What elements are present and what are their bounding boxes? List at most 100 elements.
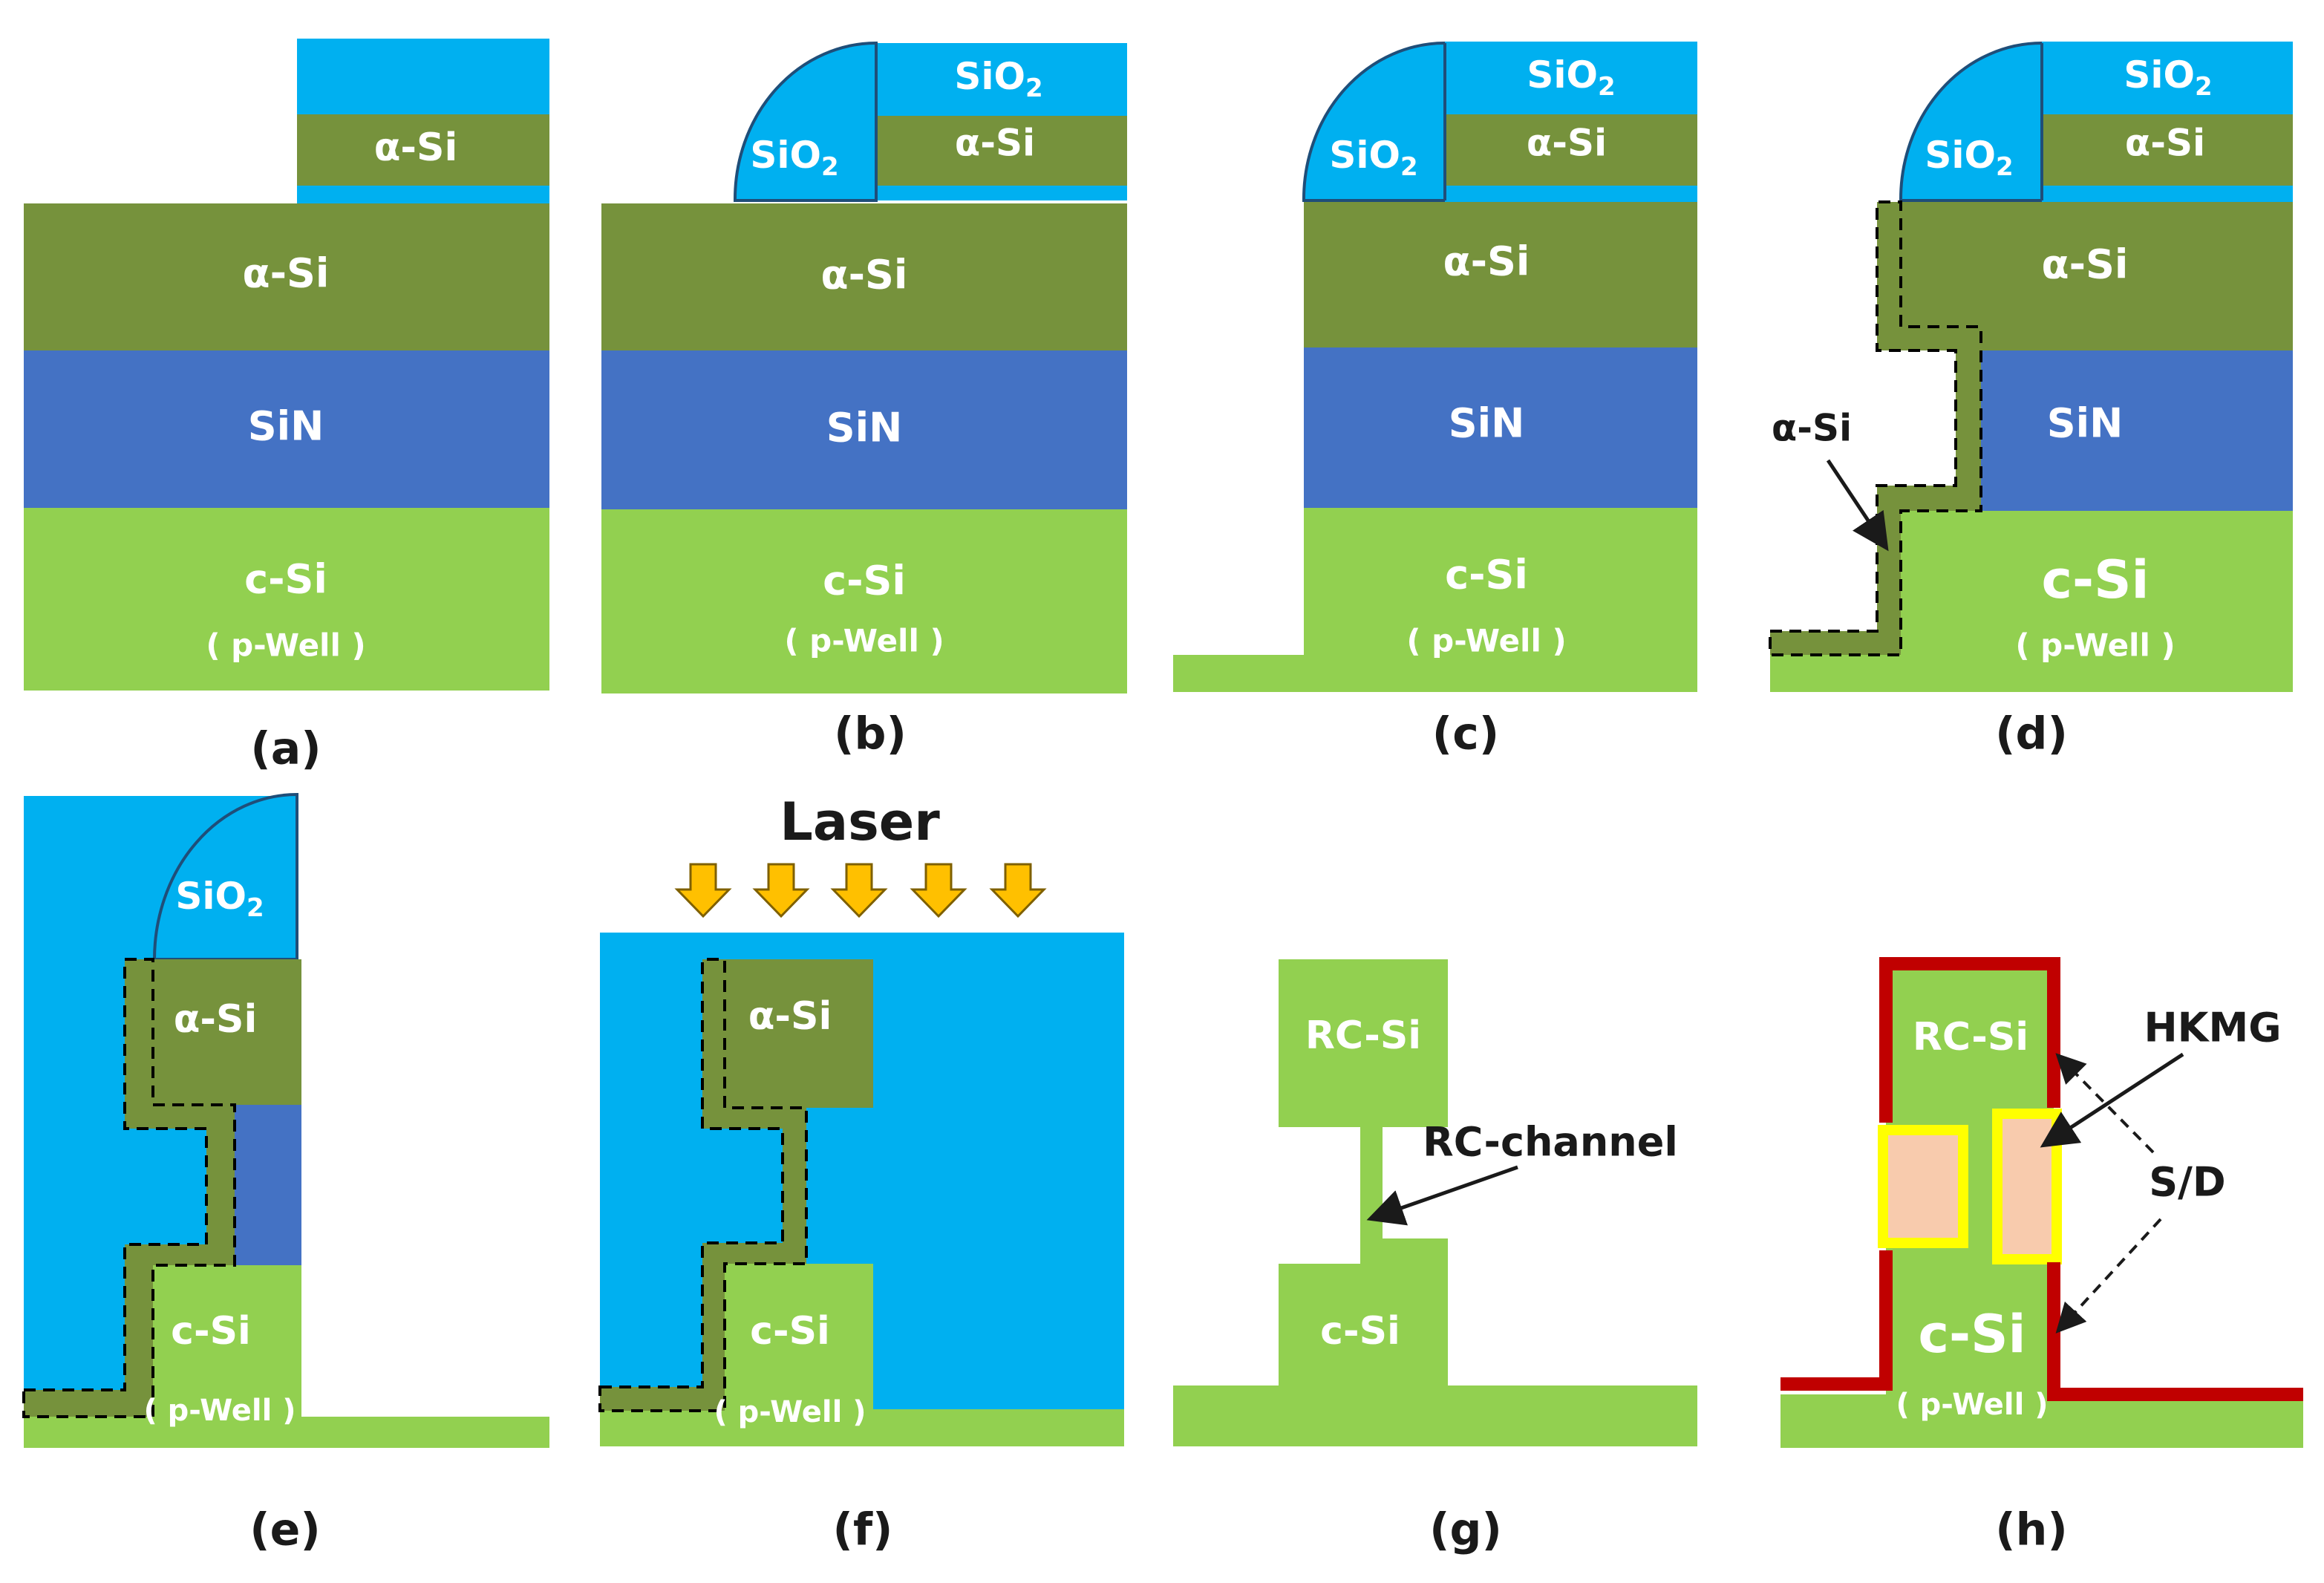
down-arrow-icon xyxy=(910,863,967,918)
csi-label: c-Si xyxy=(244,556,327,603)
pwell-label: ( p-Well ) xyxy=(143,1394,296,1428)
pwell-label: ( p-Well ) xyxy=(784,623,944,659)
sio2-thin-layer xyxy=(2042,186,2293,202)
csi-base xyxy=(24,1417,549,1448)
csi-base xyxy=(1770,655,2293,692)
sio2-top-layer xyxy=(876,43,1127,116)
laser-arrows xyxy=(674,863,1047,918)
sio2-top-label: SiO2 xyxy=(954,55,1042,103)
spacer-sio2-label: SiO2 xyxy=(750,134,838,182)
csi-label: c-Si xyxy=(750,1309,830,1354)
asi-top-label: α-Si xyxy=(1527,122,1607,165)
hkmg-arrow xyxy=(2040,1052,2184,1148)
csi-label: c-Si xyxy=(823,558,906,604)
panel-g: RC-Si c-Si RC-channel (g) xyxy=(1173,959,1697,1556)
panel-a: α-Si α-Si SiN c-Si ( p-Well ) (a) xyxy=(24,39,549,775)
asi-label: α-Si xyxy=(1443,238,1530,285)
csi-label: c-Si xyxy=(1320,1309,1400,1354)
csi-fin xyxy=(153,1265,301,1417)
sin-layer xyxy=(601,350,1127,509)
sio2-spacer xyxy=(1302,41,1446,202)
sio2-spacer xyxy=(152,792,298,961)
sin-label: SiN xyxy=(2047,400,2124,447)
caption-c: (c) xyxy=(1432,708,1499,760)
csi-left-ledge xyxy=(1279,1385,1448,1417)
csi-base xyxy=(1173,655,1697,692)
csi-base xyxy=(600,1409,1124,1446)
asi-label: α-Si xyxy=(821,252,908,298)
pwell-label: ( p-Well ) xyxy=(714,1395,866,1429)
sio2-spacer xyxy=(1899,41,2043,202)
sin-layer xyxy=(1981,350,2293,511)
sio2-thin-layer xyxy=(1445,186,1697,202)
asi-label: α-Si xyxy=(2042,241,2129,288)
laser-label: Laser xyxy=(780,792,940,852)
panel-d: SiO2 SiO2 α-Si α-Si SiN c-Si ( p-Well ) … xyxy=(1769,41,2293,760)
caption-f: (f) xyxy=(833,1504,893,1556)
sio2-top-layer xyxy=(2042,42,2293,114)
sin-label: SiN xyxy=(826,405,903,451)
sio2-top-label: SiO2 xyxy=(1527,53,1615,102)
asi-top-layer xyxy=(2042,114,2293,186)
down-arrow-icon xyxy=(830,863,888,918)
pwell-label: ( p-Well ) xyxy=(206,627,365,664)
rc-si-label: RC-Si xyxy=(1913,1015,2028,1060)
asi-label: α-Si xyxy=(174,997,258,1042)
sio2-label: SiO2 xyxy=(175,875,264,923)
asi-top-label: α-Si xyxy=(2125,122,2205,165)
spacer-sio2-label: SiO2 xyxy=(1925,134,2013,182)
caption-e: (e) xyxy=(249,1504,321,1556)
hkmg-left xyxy=(1878,1125,1968,1248)
asi-top-label: α-Si xyxy=(955,122,1035,165)
down-arrow-icon xyxy=(752,863,810,918)
asi-liner xyxy=(598,958,808,1412)
asi-top-layer xyxy=(297,114,549,186)
sio2-thin-layer xyxy=(876,186,1127,200)
rc-si-label: RC-Si xyxy=(1305,1014,1421,1058)
sio2-top-layer xyxy=(1445,42,1697,114)
sio2-top-layer xyxy=(297,39,549,114)
asi-layer xyxy=(1304,202,1697,347)
sin-layer xyxy=(1304,347,1697,508)
asi-layer xyxy=(24,203,549,350)
csi-label: c-Si xyxy=(2042,549,2150,610)
sd-arrow-top xyxy=(2055,1053,2155,1154)
panel-h: RC-Si c-Si ( p-Well ) HKMG S/D (h) xyxy=(1780,957,2303,1556)
csi-label: c-Si xyxy=(171,1309,251,1354)
sin-label: SiN xyxy=(1449,400,1525,447)
rc-channel-label: RC-channel xyxy=(1423,1119,1678,1166)
caption-b: (b) xyxy=(834,708,907,760)
caption-g: (g) xyxy=(1429,1504,1502,1556)
sin-remnant xyxy=(235,1105,301,1265)
hkmg-label: HKMG xyxy=(2144,1005,2281,1051)
down-arrow-icon xyxy=(674,863,732,918)
sd-arrow-bottom xyxy=(2055,1218,2162,1334)
asi-callout-arrow xyxy=(1826,459,1889,552)
sio2-top-label: SiO2 xyxy=(2124,53,2212,102)
sd-contact-line xyxy=(1780,957,2303,1401)
csi-label: c-Si xyxy=(1445,552,1528,598)
panel-f: Laser α-Si c-Si ( p-Well ) (f) xyxy=(598,792,1124,1556)
asi-top-layer xyxy=(1445,114,1697,186)
asi-callout-label: α-Si xyxy=(1772,407,1852,450)
asi-layer xyxy=(601,203,1127,350)
csi-label: c-Si xyxy=(1919,1304,2026,1365)
asi-label: α-Si xyxy=(748,994,832,1039)
pwell-label: ( p-Well ) xyxy=(1896,1388,2048,1422)
csi-substrate xyxy=(24,508,549,691)
caption-a: (a) xyxy=(250,723,321,775)
rc-channel-arrow xyxy=(1366,1165,1518,1226)
rc-si-block xyxy=(1279,959,1448,1127)
panel-c: SiO2 SiO2 α-Si α-Si SiN c-Si ( p-Well ) … xyxy=(1173,41,1697,760)
sd-label: S/D xyxy=(2149,1159,2225,1206)
csi-substrate xyxy=(601,509,1127,693)
pwell-label: ( p-Well ) xyxy=(1406,623,1566,659)
hkmg-right xyxy=(1992,1109,2062,1264)
asi-top-block xyxy=(725,959,873,1108)
sin-layer xyxy=(24,350,549,508)
caption-h: (h) xyxy=(1995,1504,2068,1556)
panel-e: SiO2 α-Si c-Si ( p-Well ) (e) xyxy=(22,792,549,1556)
pwell-label: ( p-Well ) xyxy=(2015,627,2175,664)
caption-d: (d) xyxy=(1995,708,2068,760)
